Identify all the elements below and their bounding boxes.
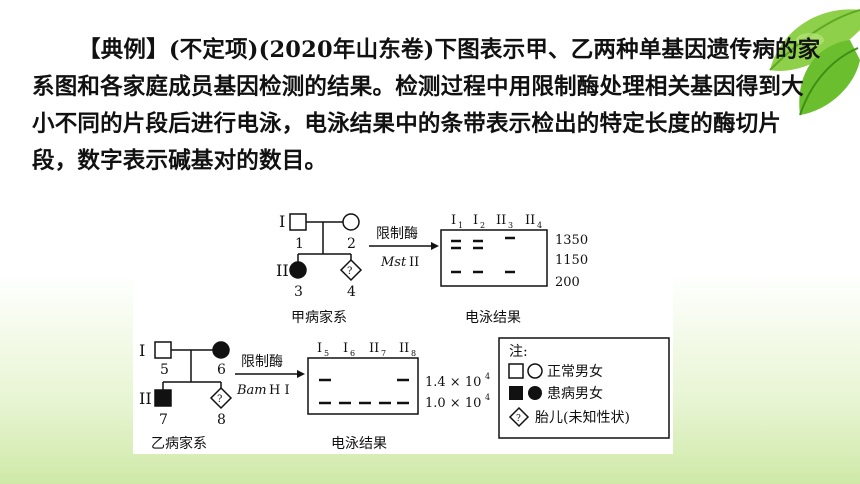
pedigree-b-male-5: [154, 341, 172, 359]
pedigree-a: I 1 2 II ? 3 4 甲病家系: [276, 212, 363, 326]
legend-affected-male-icon: [509, 386, 523, 400]
gel-a-bands: [451, 236, 515, 274]
gel-a-size-2: 1150: [555, 253, 588, 268]
gel-a-lane-2: I: [473, 213, 478, 228]
gel-a-lane-sub-1: 1: [458, 221, 463, 230]
gel-a-lane-4: II: [525, 213, 535, 228]
pedigree-a-id-3: 3: [294, 284, 303, 300]
pedigree-a-male-1: [289, 213, 307, 231]
pedigree-b-fetus-mark: ?: [217, 394, 222, 405]
pedigree-b-id-7: 7: [159, 412, 168, 428]
pedigree-b-fetus-8: [209, 386, 233, 410]
pedigree-b-id-6: 6: [217, 362, 226, 378]
gel-b-lane-sub-7: 7: [381, 349, 386, 358]
pedigree-b-caption: 乙病家系: [151, 435, 207, 452]
genetics-figure: I 1 2 II ? 3 4 甲病家系 限制酶 Mst II: [133, 210, 673, 454]
legend-fetus-mark: ?: [516, 414, 521, 424]
arrow-a-enzyme: 限制酶: [376, 226, 418, 242]
gel-a-size-1: 1350: [555, 233, 588, 248]
arrow-a-enzyme-italic: Mst: [380, 255, 407, 270]
gel-a-lane-3: II: [496, 213, 506, 228]
pedigree-b: I 5 6 II ? 7 8 乙病家系: [139, 341, 233, 452]
question-paragraph: 【典例】(不定项)(2020年山东卷)下图表示甲、乙两种单基因遗传病的家系图和各…: [32, 32, 822, 180]
gel-b-box: [307, 357, 419, 415]
gel-b-lane-5: I: [317, 341, 322, 356]
gel-b-size-1-exp: 4: [485, 372, 490, 381]
legend-fetus-icon: [508, 406, 530, 428]
legend: 注: 正常男女 患病男女 ? 胎儿(未知性状): [498, 337, 670, 439]
pedigree-b-id-8: 8: [217, 412, 226, 428]
gel-b-size-1: 1.4 × 10: [425, 375, 481, 390]
arrow-b-enzyme-italic: Bam: [236, 383, 267, 398]
pedigree-b-gen1-label: I: [139, 341, 145, 360]
gel-a-size-3: 200: [555, 275, 580, 290]
gel-b-lane-6: I: [343, 341, 348, 356]
legend-normal-label: 正常男女: [547, 363, 603, 380]
gel-b-lane-sub-6: 6: [350, 349, 355, 358]
gel-a-box: [440, 229, 548, 287]
gel-b-bands: [319, 378, 409, 405]
arrow-b-enzyme: 限制酶: [241, 354, 283, 370]
gel-a-caption: 电泳结果: [465, 310, 521, 326]
gel-b-lane-sub-8: 8: [411, 349, 416, 358]
pedigree-a-female-2: [342, 213, 360, 231]
gel-a-lane-1: I: [451, 213, 456, 228]
arrow-b: 限制酶 Bam H I: [235, 354, 305, 398]
pedigree-b-id-5: 5: [160, 362, 169, 378]
legend-normal-male-icon: [508, 363, 524, 379]
legend-affected-female-icon: [528, 386, 542, 400]
pedigree-a-id-1: 1: [295, 236, 304, 252]
pedigree-a-affected-female-3: [289, 261, 307, 279]
gel-a-lane-sub-2: 2: [480, 221, 485, 230]
question-meta: (不定项)(2020年山东卷): [168, 37, 435, 63]
pedigree-b-gen2-label: II: [139, 389, 152, 408]
gel-a: I 1 I 2 II 3 II 4 1350 1150 200 电泳结果: [440, 213, 588, 326]
gel-b: I 5 I 6 II 7 II 8 1.4 × 10 4 1.0 × 10 4 …: [307, 341, 490, 452]
legend-title: 注:: [509, 344, 528, 360]
gel-b-size-2-exp: 4: [485, 393, 490, 402]
question-text: 下图表示甲、乙两种单基因遗传病的家系图和各家庭成员基因检测的结果。检测过程中用限…: [32, 37, 821, 174]
arrow-a-head-icon: [431, 242, 439, 250]
gel-a-lane-sub-4: 4: [537, 221, 542, 230]
pedigree-a-fetus-4: [339, 258, 363, 282]
pedigree-b-affected-female-6: [212, 341, 230, 359]
pedigree-a-fetus-mark: ?: [347, 266, 352, 277]
example-tag: 【典例】: [78, 37, 169, 63]
leaf-decoration-icon: [769, 9, 860, 116]
legend-normal-female-icon: [527, 363, 543, 379]
gel-b-size-2: 1.0 × 10: [425, 396, 481, 411]
arrow-b-head-icon: [297, 370, 305, 378]
pedigree-a-id-4: 4: [347, 284, 356, 300]
figure-svg: I 1 2 II ? 3 4 甲病家系 限制酶 Mst II: [139, 212, 670, 452]
arrow-b-enzyme-roman: H I: [269, 383, 290, 398]
pedigree-a-gen1-label: I: [279, 212, 285, 231]
pedigree-a-gen2-label: II: [276, 261, 289, 280]
pedigree-a-id-2: 2: [347, 236, 356, 252]
pedigree-b-affected-male-7: [154, 389, 172, 407]
legend-fetus-label: 胎儿(未知性状): [535, 409, 630, 426]
legend-affected-label: 患病男女: [547, 385, 603, 402]
gel-a-lane-sub-3: 3: [508, 221, 513, 230]
arrow-a-enzyme-roman: II: [409, 255, 419, 270]
pedigree-a-caption: 甲病家系: [291, 309, 347, 326]
gel-b-caption: 电泳结果: [331, 436, 387, 452]
gel-b-lane-7: II: [369, 341, 379, 356]
arrow-a: 限制酶 Mst II: [369, 226, 439, 270]
gel-b-lane-sub-5: 5: [324, 349, 329, 358]
gel-b-lane-8: II: [399, 341, 409, 356]
legend-box: [498, 337, 670, 439]
